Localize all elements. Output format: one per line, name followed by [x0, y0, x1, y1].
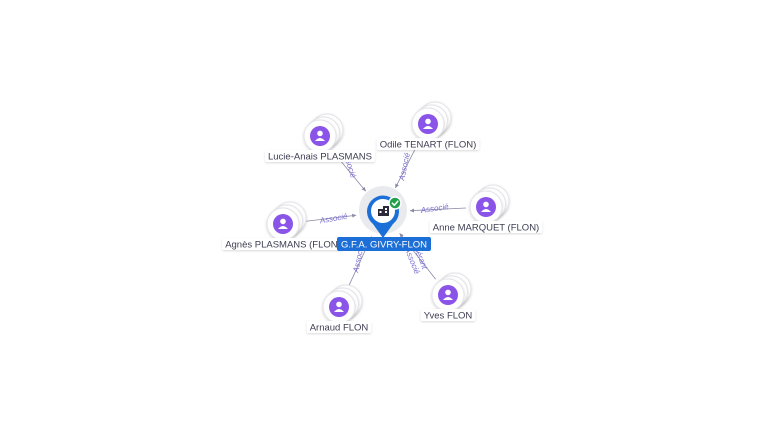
person-name-label: Odile TENART (FLON) [376, 138, 480, 151]
person-avatar-icon [418, 114, 438, 134]
edge-label: Associé [397, 151, 412, 182]
label-background [222, 238, 344, 250]
person-node-lucie-anais-plasmans[interactable]: Lucie-Anais PLASMANS [264, 113, 376, 163]
label-background [420, 309, 476, 321]
edge-line [409, 207, 467, 212]
company-name-badge [337, 237, 431, 251]
edge-label: Associé [318, 212, 349, 226]
edge-arrow [399, 233, 404, 238]
label-background [429, 221, 543, 233]
person-avatar-icon [329, 297, 349, 317]
person-name-label: Lucie-Anais PLASMANS [264, 150, 376, 163]
edge-arrow [361, 186, 366, 192]
edge-arrow [395, 183, 399, 188]
person-node-agnes-plasmans-flon[interactable]: Agnès PLASMANS (FLON) [222, 201, 344, 251]
edge-arrow [351, 213, 357, 218]
edge-label: Associé [419, 202, 450, 215]
label-background [376, 138, 480, 150]
person-name-label: Anne MARQUET (FLON) [429, 221, 543, 234]
person-name-label: Arnaud FLON [306, 321, 372, 334]
edge-agnes-plasmans-flon: Associé [302, 212, 357, 226]
edge-anne-marquet-flon: Associé [409, 202, 467, 215]
person-avatar-icon [273, 214, 293, 234]
person-name: Agnès PLASMANS (FLON) [225, 240, 341, 251]
person-avatar-icon [476, 197, 496, 217]
check-badge-icon [388, 196, 402, 210]
person-name: Odile TENART (FLON) [380, 140, 477, 151]
person-node-odile-tenart-flon[interactable]: Odile TENART (FLON) [376, 101, 480, 151]
person-name-label: Agnès PLASMANS (FLON) [222, 238, 344, 251]
edge-line [302, 214, 357, 223]
person-node-anne-marquet-flon[interactable]: Anne MARQUET (FLON) [429, 184, 543, 234]
person-avatar-icon [310, 126, 330, 146]
person-node-yves-flon[interactable]: Yves FLON [420, 272, 476, 322]
building-icon [378, 206, 389, 216]
person-name: Yves FLON [424, 311, 473, 322]
label-background [306, 321, 372, 333]
edge-arrow [409, 208, 415, 213]
person-name-label: Yves FLON [420, 309, 476, 322]
label-background [264, 150, 376, 162]
person-node-arnaud-flon[interactable]: Arnaud FLON [306, 284, 372, 334]
person-name: Arnaud FLON [310, 323, 369, 334]
person-name: Lucie-Anais PLASMANS [268, 152, 372, 163]
company-name: G.F.A. GIVRY-FLON [341, 240, 427, 251]
person-name: Anne MARQUET (FLON) [433, 223, 539, 234]
company-node[interactable]: G.F.A. GIVRY-FLON [337, 186, 431, 251]
person-avatar-icon [438, 285, 458, 305]
